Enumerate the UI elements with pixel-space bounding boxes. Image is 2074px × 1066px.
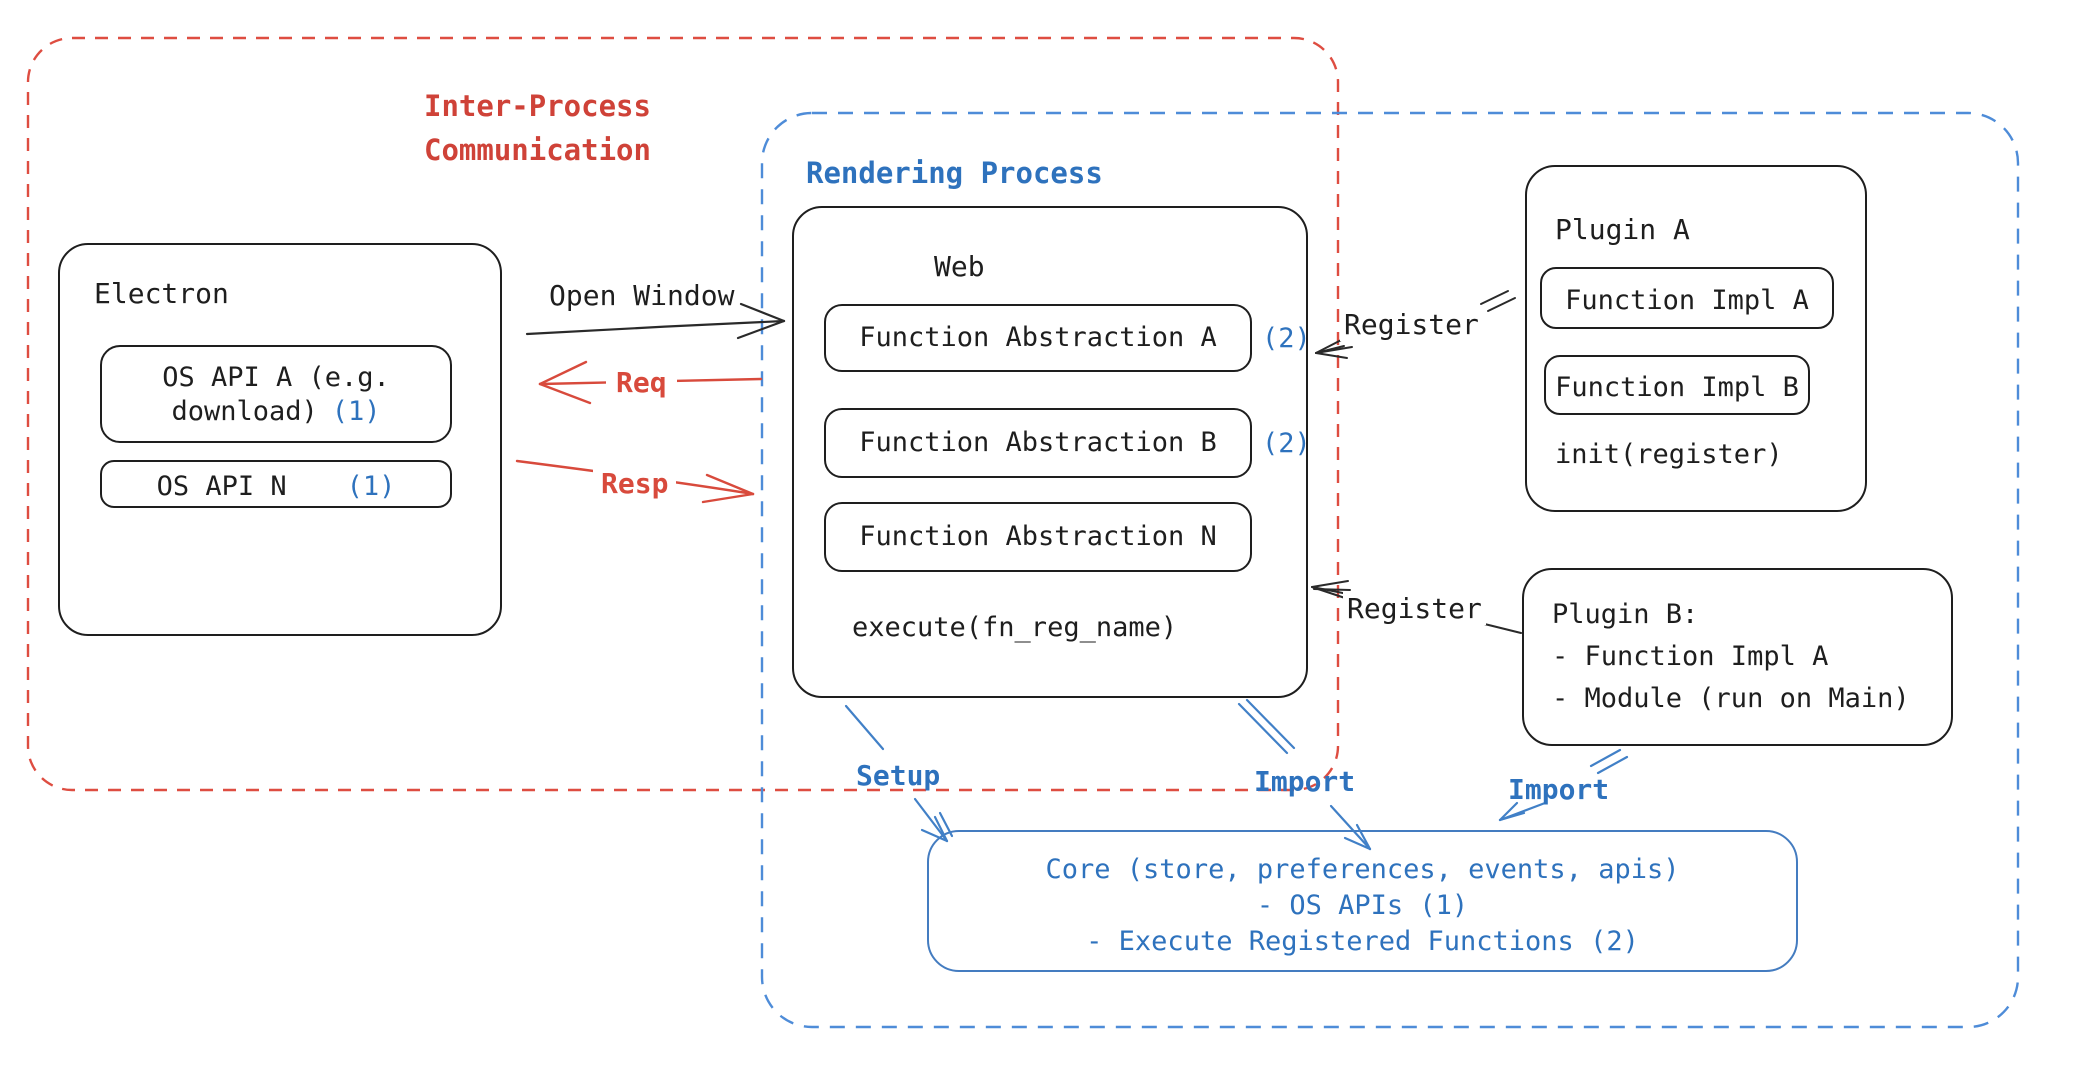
open-window-arrow (525, 302, 786, 340)
core-box: Core (store, preferences, events, apis) … (927, 830, 1798, 972)
import-plugin-arrow (1498, 748, 1629, 822)
item-label: Function Abstraction B (859, 427, 1217, 458)
web-method: execute(fn_reg_name) (852, 612, 1178, 643)
item-badge: (1) (346, 471, 396, 502)
setup-arrow (844, 704, 954, 843)
core-line: - OS APIs (1) (1256, 890, 1469, 921)
os-api-a-item: OS API A (e.g. download)(1) (100, 345, 452, 443)
register-top-arrow (1315, 290, 1516, 359)
plugin-a-method: init(register) (1555, 439, 1783, 470)
plugin-b-line: - Module (run on Main) (1552, 683, 1910, 714)
web-title: Web (934, 250, 985, 283)
web-box: Web Function Abstraction A (2) Function … (792, 206, 1311, 698)
function-impl-b-item: Function Impl B (1544, 355, 1810, 415)
function-abstraction-n-item: Function Abstraction N (824, 502, 1262, 572)
plugin-b-line: - Function Impl A (1552, 641, 1829, 672)
item-badge: (1) (331, 396, 381, 427)
os-api-n-item: OS API N (1) (100, 460, 452, 508)
item-label: Function Abstraction N (859, 521, 1217, 552)
item-label: OS API N (156, 471, 287, 502)
item-label: OS API A (e.g. download) (162, 362, 390, 427)
plugin-a-title: Plugin A (1555, 213, 1690, 246)
core-line: - Execute Registered Functions (2) (1086, 926, 1639, 957)
req-arrow (538, 360, 763, 405)
function-abstraction-b-item: Function Abstraction B (2) (824, 408, 1311, 478)
electron-box: Electron OS API A (e.g. download)(1) OS … (58, 243, 502, 636)
plugin-b-box: Plugin B: - Function Impl A - Module (ru… (1522, 568, 1953, 746)
plugin-b-line: Plugin B: (1552, 599, 1699, 630)
item-badge: (2) (1262, 427, 1311, 459)
rendering-group-box (760, 111, 2020, 1029)
function-abstraction-a-item: Function Abstraction A (2) (824, 304, 1311, 372)
item-label: Function Abstraction A (859, 322, 1217, 353)
plugin-a-box: Plugin A Function Impl A Function Impl B… (1525, 165, 1867, 512)
electron-title: Electron (94, 277, 229, 310)
function-impl-a-item: Function Impl A (1540, 267, 1834, 329)
core-line: Core (store, preferences, events, apis) (1045, 854, 1680, 885)
item-label: Function Impl A (1565, 285, 1809, 316)
item-box: Function Abstraction A (824, 304, 1252, 372)
resp-arrow (515, 459, 755, 504)
item-box: Function Abstraction N (824, 502, 1252, 572)
item-label: Function Impl B (1555, 372, 1799, 403)
ipc-group-box (26, 36, 1340, 792)
register-bottom-arrow (1311, 580, 1522, 634)
item-badge: (2) (1262, 322, 1311, 354)
import-web-arrow (1237, 698, 1372, 851)
item-box: Function Abstraction B (824, 408, 1252, 478)
